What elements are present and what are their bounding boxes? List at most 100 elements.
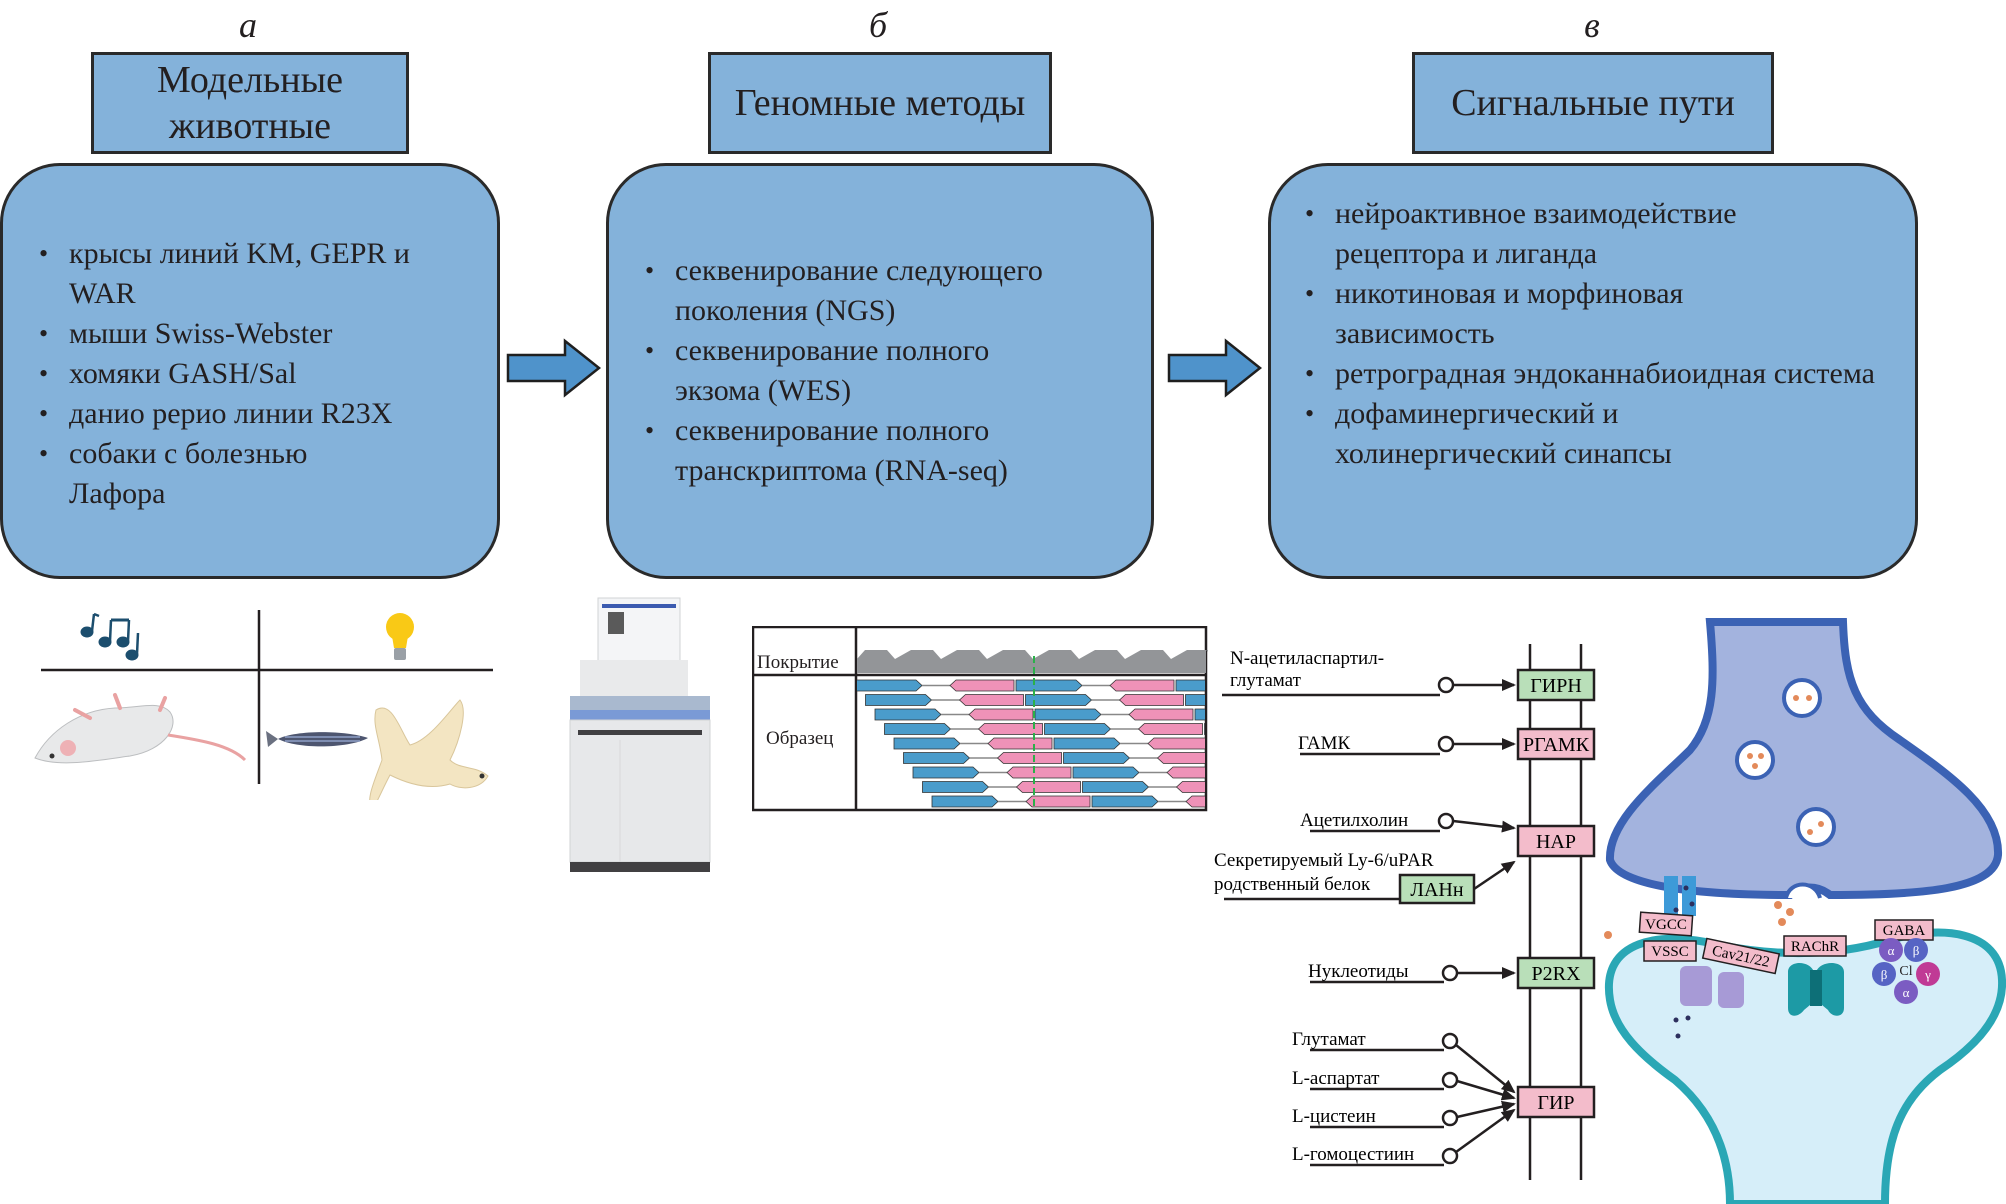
model-animals-list: крысы линий KM, GEPR и WAR мыши Swiss-We…	[39, 234, 479, 514]
coverage-track	[857, 650, 1208, 673]
ligand-row-gaba: ГАМК	[1298, 733, 1516, 756]
panel-letter-b: б	[868, 5, 888, 45]
title-text: Геномные методы	[734, 82, 1026, 124]
presynaptic-terminal	[1605, 618, 2003, 900]
ligand-row-l-homocysteine: L-гомоцестиин	[1292, 1108, 1516, 1167]
read-forward	[1185, 694, 1205, 706]
list-item: нейроактивное взаимодействие рецептора и…	[1305, 194, 1855, 274]
read-forward	[1091, 795, 1159, 808]
modulator-lahn	[1398, 873, 1476, 905]
chloride-label: Cl	[1899, 964, 1912, 979]
read-forward	[857, 679, 923, 692]
genomic-methods-list: секвенирование следующего поколения (NGS…	[645, 251, 1105, 491]
arrow-right-icon	[506, 338, 602, 398]
rat-illustration	[34, 693, 247, 764]
vssc-channel-icon	[1680, 966, 1744, 1008]
ligand-row-naag: N-ацетиласпартил- глутамат	[1222, 648, 1516, 697]
ligand-row-l-aspartate: L-аспартат	[1292, 1068, 1516, 1101]
ligand-row-glutamate: Глутамат	[1292, 1029, 1516, 1094]
ligand-label: N-ацетиласпартил-	[1230, 648, 1384, 669]
subunit-label: γ	[1924, 967, 1931, 982]
read-reverse	[1128, 708, 1194, 721]
read-forward	[1082, 781, 1150, 793]
read-forward	[893, 737, 961, 750]
subunit-label: β	[1881, 967, 1888, 982]
ligand-label: родственный белок	[1214, 874, 1371, 895]
read-reverse	[987, 737, 1053, 750]
list-item: хомяки GASH/Sal	[39, 354, 479, 394]
read-forward	[874, 708, 942, 721]
list-item: секвенирование полного экзома (WES)	[645, 331, 1075, 411]
title-line-2: животные	[168, 105, 332, 147]
read-reverse	[958, 694, 1024, 706]
ligand-label: Глутамат	[1292, 1029, 1366, 1050]
subunit-label: α	[1888, 943, 1895, 958]
coverage-label: Покрытие	[757, 652, 839, 673]
flow-arrow-b-to-c	[1167, 338, 1263, 398]
read-reverse	[1025, 795, 1091, 808]
receptor-label: P2RX	[1532, 963, 1581, 985]
read-forward	[884, 723, 952, 735]
receptor-label: НАР	[1536, 831, 1576, 853]
ligand-row-nucleotides: Нуклеотиды	[1308, 961, 1516, 984]
list-item: секвенирование следующего поколения (NGS…	[645, 251, 1105, 331]
title-line-1: Модельные	[157, 59, 343, 101]
synapse-illustration: VGCC VSSC Cav21/22 RAChR GABA α β β γ α …	[1604, 618, 2006, 1204]
list-item: собаки с болезнью Лафора	[39, 434, 369, 514]
label-vgcc: VGCC	[1638, 911, 1694, 937]
signaling-pathways-list: нейроактивное взаимодействие рецептора и…	[1305, 194, 1875, 474]
list-item: данио рерио линии R23X	[39, 394, 479, 434]
read-reverse	[1109, 679, 1175, 692]
reads-track	[857, 679, 1205, 808]
label-text: GABA	[1883, 923, 1926, 939]
read-reverse	[1166, 766, 1205, 779]
flow-arrow-a-to-b	[506, 338, 602, 398]
model-animals-illustration	[34, 610, 493, 800]
receptor-ligand-pathway: N-ацетиласпартил- глутамат ГИРН ГАМК РГА…	[1214, 644, 1596, 1180]
read-forward	[1044, 723, 1112, 735]
receptor-label: РГАМК	[1523, 734, 1590, 756]
synaptic-vesicle	[1782, 678, 1822, 718]
read-reverse	[949, 679, 1015, 692]
read-forward	[1025, 694, 1093, 706]
ligand-label: Секретируемый Ly-6/uPAR	[1214, 850, 1434, 871]
receptor-label: ГИР	[1537, 1092, 1574, 1114]
read-reverse	[1015, 781, 1081, 793]
ligand-label: ГАМК	[1298, 733, 1351, 754]
read-reverse	[1156, 752, 1205, 764]
read-alignment-view: Покрытие Образец	[752, 626, 1208, 812]
receptor-nar: НАР	[1516, 824, 1596, 858]
read-reverse	[1147, 737, 1205, 750]
receptor-label: ГИРН	[1530, 675, 1582, 697]
read-forward	[1194, 708, 1205, 721]
gaba-receptor-icon: α β β γ α Cl	[1872, 938, 1940, 1004]
title-box-model-animals: Модельные животные	[91, 52, 409, 154]
subunit-label: α	[1903, 985, 1910, 1000]
list-item: крысы линий KM, GEPR и WAR	[39, 234, 479, 314]
read-forward	[1175, 679, 1205, 692]
read-reverse	[1118, 694, 1184, 706]
synaptic-vesicle	[1735, 740, 1775, 780]
read-reverse	[977, 723, 1043, 735]
label-cav: Cav21/22	[1701, 937, 1781, 975]
read-forward	[1053, 737, 1121, 750]
ligand-label: L-аспартат	[1292, 1068, 1380, 1089]
coverage-profile	[857, 650, 1208, 673]
read-forward	[865, 694, 933, 706]
read-forward	[912, 766, 980, 779]
label-gaba: GABA	[1874, 919, 1934, 941]
label-text: VSSC	[1651, 944, 1689, 960]
read-reverse	[996, 752, 1062, 764]
ligand-label: L-цистеин	[1292, 1106, 1376, 1127]
read-reverse	[968, 708, 1034, 721]
zebrafish-illustration	[266, 731, 368, 747]
label-text: VGCC	[1645, 917, 1687, 933]
sequencer-icon	[569, 597, 711, 872]
ligand-label: Ацетилхолин	[1300, 810, 1408, 831]
arrow-right-icon	[1167, 338, 1263, 398]
music-notes-icon	[80, 612, 140, 661]
ligand-label: глутамат	[1230, 670, 1302, 691]
ligand-row-l-cysteine: L-цистеин	[1292, 1100, 1516, 1129]
receptor-gir: ГИР	[1516, 1085, 1596, 1119]
panel-letter-c: в	[1584, 5, 1600, 45]
